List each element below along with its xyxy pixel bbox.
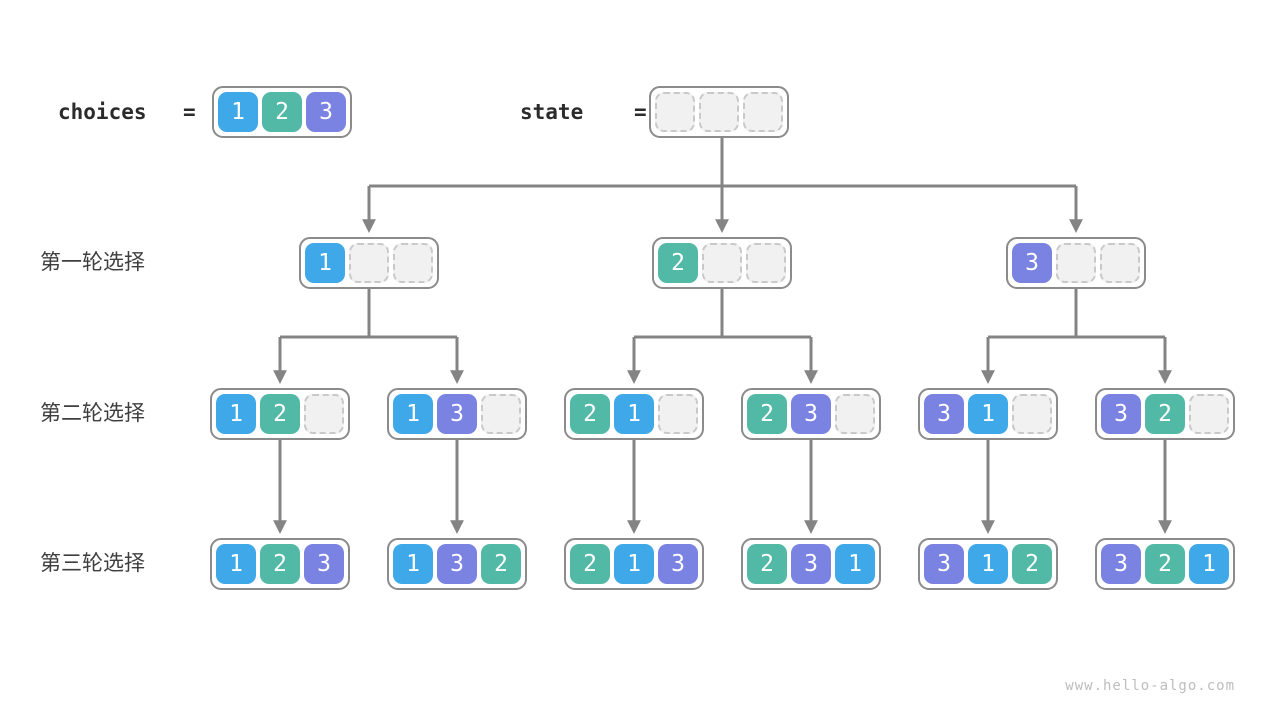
- state-array-root: [649, 86, 789, 138]
- array-cell-filled: 1: [218, 92, 258, 132]
- array-cell-empty: [1056, 243, 1096, 283]
- state-label: state: [520, 100, 584, 124]
- watermark: www.hello-algo.com: [1065, 678, 1235, 694]
- array-cell-filled: 1: [305, 243, 345, 283]
- state-node-round1-3: 3: [1006, 237, 1146, 289]
- array-cell-empty: [743, 92, 783, 132]
- array-cell-empty: [699, 92, 739, 132]
- choices-equals-sign: =: [183, 100, 196, 124]
- array-cell-empty: [304, 394, 344, 434]
- array-cell-filled: 1: [968, 544, 1008, 584]
- array-cell-filled: 3: [1012, 243, 1052, 283]
- array-cell-filled: 1: [968, 394, 1008, 434]
- array-cell-filled: 3: [791, 394, 831, 434]
- array-cell-filled: 3: [924, 544, 964, 584]
- array-cell-filled: 2: [260, 544, 300, 584]
- array-cell-filled: 1: [216, 544, 256, 584]
- array-cell-filled: 2: [481, 544, 521, 584]
- array-cell-filled: 3: [437, 394, 477, 434]
- array-cell-filled: 2: [747, 394, 787, 434]
- choices-label: choices: [58, 100, 147, 124]
- array-cell-empty: [658, 394, 698, 434]
- array-cell-filled: 3: [924, 394, 964, 434]
- array-cell-filled: 3: [304, 544, 344, 584]
- array-cell-filled: 2: [262, 92, 302, 132]
- array-cell-filled: 2: [747, 544, 787, 584]
- array-cell-empty: [1012, 394, 1052, 434]
- array-cell-empty: [481, 394, 521, 434]
- array-cell-filled: 2: [1145, 394, 1185, 434]
- array-cell-filled: 3: [1101, 394, 1141, 434]
- array-cell-filled: 2: [570, 544, 610, 584]
- row-label-round-1: 第一轮选择: [40, 251, 145, 274]
- state-node-round1-1: 1: [299, 237, 439, 289]
- row-label-round-3: 第三轮选择: [40, 552, 145, 575]
- state-equals-sign: =: [634, 100, 647, 124]
- row-label-round-2: 第二轮选择: [40, 402, 145, 425]
- array-cell-filled: 2: [260, 394, 300, 434]
- array-cell-empty: [1100, 243, 1140, 283]
- array-cell-empty: [746, 243, 786, 283]
- array-cell-filled: 3: [791, 544, 831, 584]
- array-cell-empty: [393, 243, 433, 283]
- array-cell-filled: 1: [393, 394, 433, 434]
- array-cell-filled: 3: [437, 544, 477, 584]
- array-cell-filled: 1: [614, 394, 654, 434]
- array-cell-filled: 1: [393, 544, 433, 584]
- array-cell-empty: [702, 243, 742, 283]
- array-cell-filled: 3: [658, 544, 698, 584]
- array-cell-empty: [1189, 394, 1229, 434]
- state-node-round1-2: 2: [652, 237, 792, 289]
- array-cell-filled: 1: [216, 394, 256, 434]
- array-cell-filled: 2: [1012, 544, 1052, 584]
- array-cell-filled: 1: [835, 544, 875, 584]
- array-cell-filled: 1: [1189, 544, 1229, 584]
- array-cell-filled: 2: [1145, 544, 1185, 584]
- array-cell-filled: 2: [570, 394, 610, 434]
- array-cell-filled: 2: [658, 243, 698, 283]
- array-cell-filled: 3: [1101, 544, 1141, 584]
- array-cell-filled: 3: [306, 92, 346, 132]
- array-cell-empty: [349, 243, 389, 283]
- array-cell-empty: [655, 92, 695, 132]
- array-cell-filled: 1: [614, 544, 654, 584]
- array-cell-empty: [835, 394, 875, 434]
